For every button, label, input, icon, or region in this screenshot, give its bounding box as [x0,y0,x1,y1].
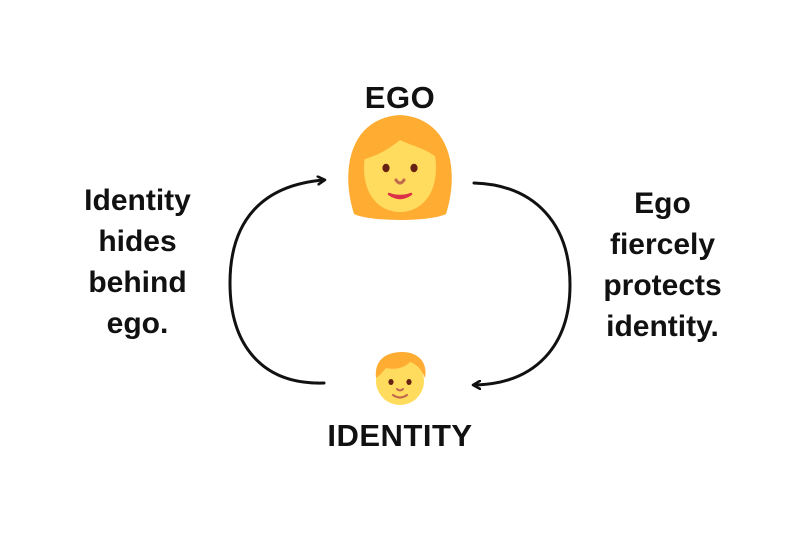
right-edge-label: Ego fiercely protects identity. [580,183,745,347]
left-edge-line: Identity [84,184,191,217]
identity-label: IDENTITY [327,418,473,453]
arrow-identity-to-ego [228,180,324,385]
right-edge-line: Ego [634,187,691,220]
right-edge-line: identity. [606,310,719,343]
left-edge-label: Identity hides behind ego. [55,180,220,344]
left-edge-line: ego. [106,307,169,340]
right-edge-line: fiercely [609,228,716,261]
ego-label: EGO [364,80,436,115]
left-edge-line: hides [98,225,177,258]
left-edge-line: behind [88,266,187,299]
woman-face-icon [348,115,452,220]
child-face-icon [375,352,426,405]
right-edge-line: protects [603,269,722,302]
arrow-ego-to-identity [474,181,572,385]
